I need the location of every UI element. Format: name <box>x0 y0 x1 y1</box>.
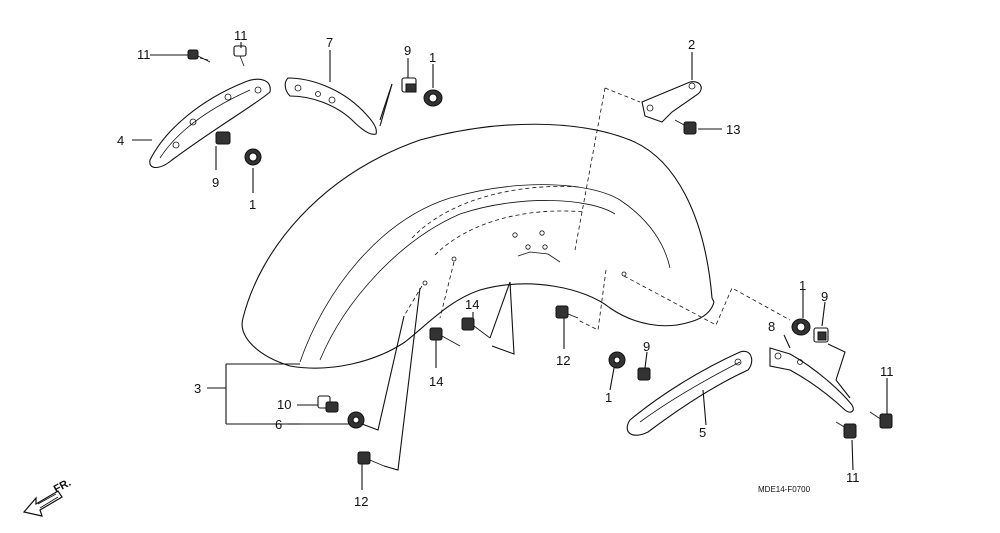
callout-10: 10 <box>277 397 291 412</box>
bolt-13 <box>674 119 697 135</box>
screw-11-a <box>187 49 211 63</box>
moulding-left <box>284 77 377 135</box>
grommet-1-c <box>608 351 626 369</box>
callout-9-a: 9 <box>212 175 219 190</box>
grommet-1-a <box>244 148 262 166</box>
diagram-code: MDE14-F0700 <box>758 485 811 494</box>
callout-1-b: 1 <box>429 50 436 65</box>
callout-9-c: 9 <box>643 339 650 354</box>
grommet-1-d <box>791 318 811 336</box>
screw-11-b <box>233 45 247 67</box>
bolt-10 <box>317 395 339 413</box>
fender-bracket <box>641 81 702 123</box>
callout-9-b: 9 <box>404 43 411 58</box>
clip-9-d <box>813 327 829 343</box>
grommet-1-b <box>423 89 443 107</box>
moulding-right <box>769 347 854 413</box>
callout-2: 2 <box>688 37 695 52</box>
clip-9-b <box>401 77 417 93</box>
callout-9-d: 9 <box>821 289 828 304</box>
callout-11-a: 11 <box>137 47 151 62</box>
grommet-6 <box>347 411 365 429</box>
callout-11-c: 11 <box>880 364 894 379</box>
callout-1-a: 1 <box>249 197 256 212</box>
front-marker-label: FR. <box>52 477 73 496</box>
bolt-12-a <box>357 451 385 467</box>
front-direction-marker: FR. <box>22 477 73 517</box>
callout-1-d: 1 <box>799 278 806 293</box>
clip-9-c <box>637 367 651 381</box>
clip-9-a <box>215 131 231 145</box>
leader-lines <box>132 42 888 490</box>
callout-labels: 11 11 4 9 1 7 9 1 2 13 3 10 6 14 14 12 1… <box>117 28 894 509</box>
callout-13: 13 <box>726 122 740 137</box>
callout-3: 3 <box>194 381 201 396</box>
callout-11-d: 11 <box>846 470 860 485</box>
side-garnish-right <box>626 350 753 436</box>
bolt-14-a <box>429 327 461 347</box>
callout-14-a: 14 <box>465 297 479 312</box>
callout-11-b: 11 <box>234 28 248 43</box>
callout-14-b: 14 <box>429 374 443 389</box>
callout-12-a: 12 <box>354 494 368 509</box>
screw-11-d <box>835 421 857 439</box>
bolt-12-b <box>555 305 579 319</box>
front-arrow-icon <box>22 490 63 517</box>
front-fender <box>241 123 715 369</box>
callout-12-b: 12 <box>556 353 570 368</box>
callout-5: 5 <box>699 425 706 440</box>
hardware <box>187 45 893 467</box>
callout-8: 8 <box>768 319 775 334</box>
callout-7: 7 <box>326 35 333 50</box>
callout-4: 4 <box>117 133 124 148</box>
screw-11-c <box>869 411 893 429</box>
callout-1-c: 1 <box>605 390 612 405</box>
bolt-14-b <box>461 317 491 339</box>
side-garnish-left <box>149 78 271 169</box>
callout-6: 6 <box>275 417 282 432</box>
